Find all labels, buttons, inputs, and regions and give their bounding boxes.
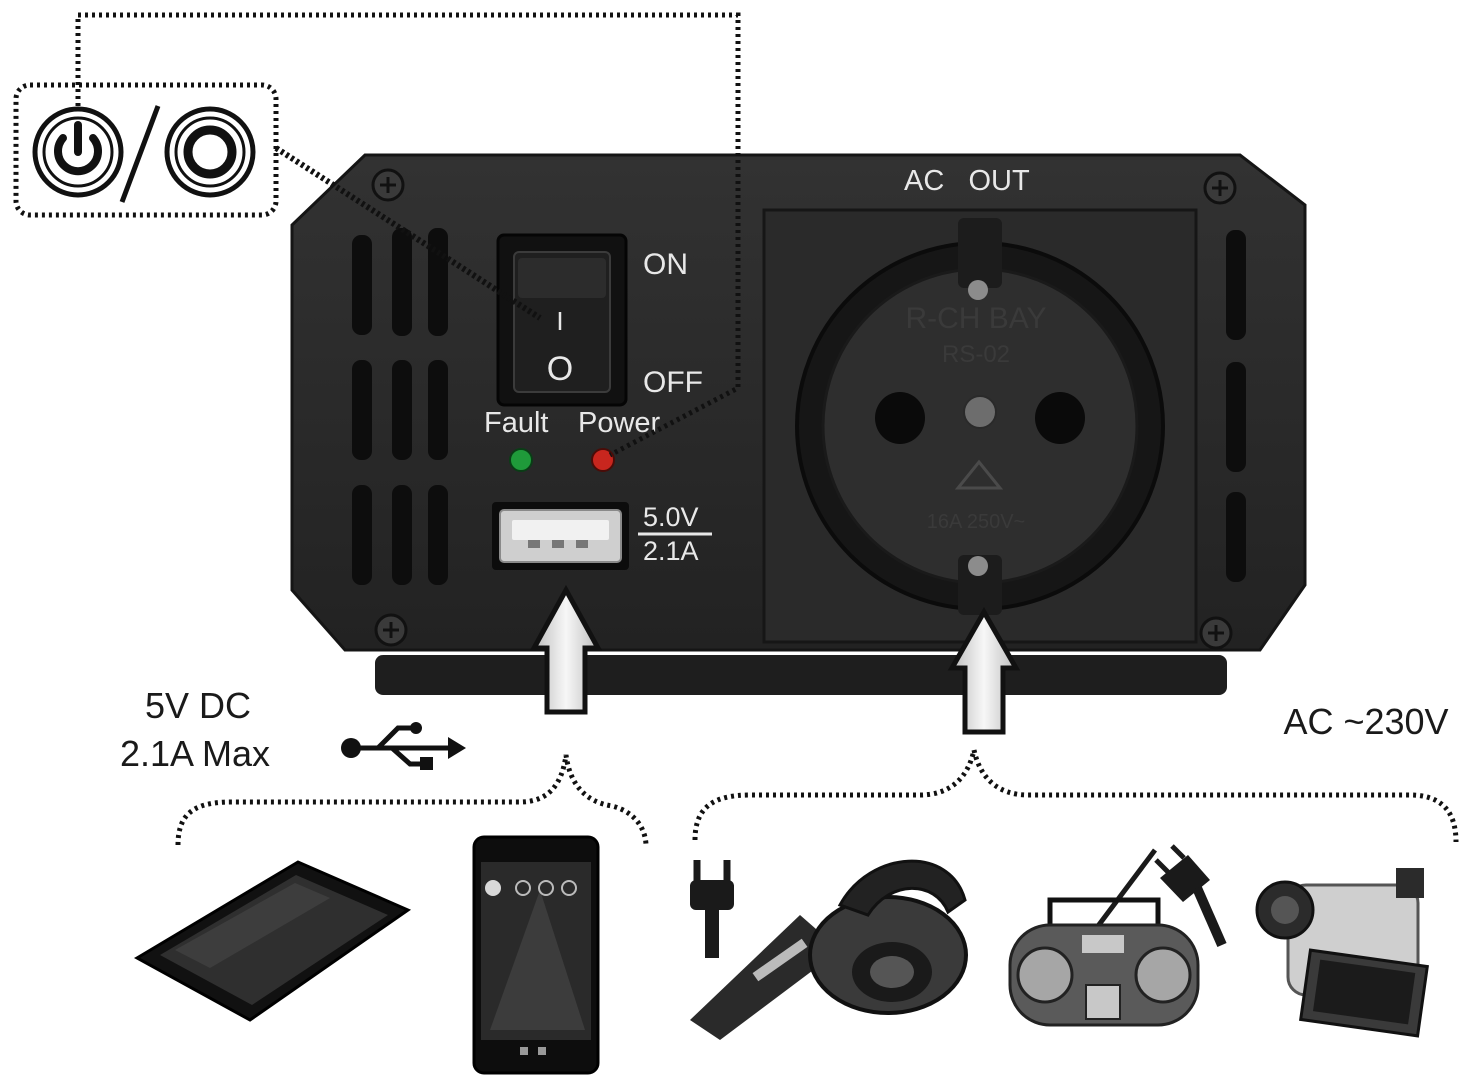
ac-output-label: AC ~230V	[1283, 701, 1448, 742]
ac-socket[interactable]: R-CH BAY RS-02 16A 250V~	[764, 210, 1196, 642]
tablet-image	[137, 862, 408, 1020]
switch-mark-off: O	[547, 350, 573, 388]
usb-icon	[341, 722, 466, 770]
symbol-slash	[122, 106, 158, 202]
usb-current: 2.1A	[643, 536, 699, 566]
right-vents	[1226, 230, 1246, 582]
usb-port[interactable]	[492, 502, 629, 570]
switch-off-label: OFF	[643, 366, 703, 399]
rocker-switch[interactable]: I O	[498, 235, 626, 405]
standby-ring-icon	[167, 109, 253, 195]
usb-voltage: 5.0V	[643, 502, 699, 532]
fault-label: Fault	[484, 407, 548, 439]
ac-devices-bracket	[695, 750, 1456, 842]
dc-output-line1: 5V DC	[145, 685, 251, 726]
left-vents	[352, 228, 448, 585]
dc-output-line2: 2.1A Max	[120, 733, 270, 774]
camcorder-image	[1257, 868, 1427, 1036]
plug-icon	[690, 860, 734, 958]
power-led	[592, 449, 614, 471]
power-icon	[35, 109, 121, 195]
socket-brand: R-CH BAY	[905, 302, 1046, 335]
boombox-radio-image	[1010, 846, 1222, 1025]
ac-out-label: AC OUT	[904, 165, 1030, 197]
socket-model: RS-02	[942, 341, 1010, 368]
fault-led	[510, 449, 532, 471]
base-plate	[375, 655, 1227, 695]
switch-on-label: ON	[643, 248, 688, 281]
smartphone-image	[474, 837, 598, 1073]
switch-mark-on: I	[556, 306, 563, 336]
switch-symbol-box	[16, 85, 276, 215]
socket-rating: 16A 250V~	[927, 511, 1025, 533]
